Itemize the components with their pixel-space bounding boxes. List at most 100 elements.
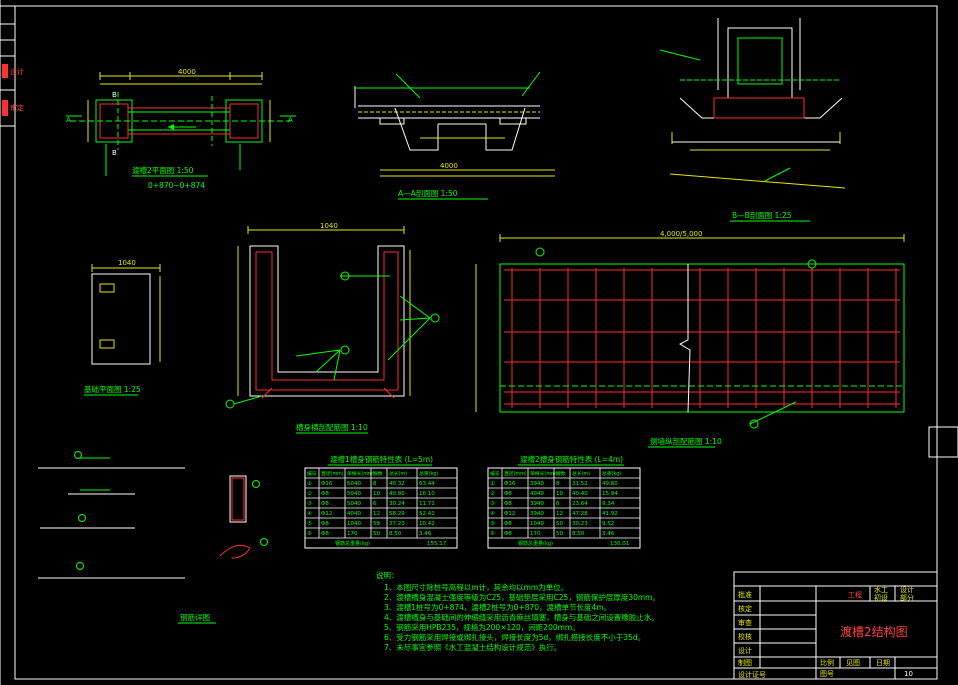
table2-total-label: 钢筋总重量(kg) [518,540,553,547]
left-binding-tabs: 设计 审定 [0,5,24,127]
table2-cell: 40.40 [572,491,588,497]
table1-cell: 58.29 [389,511,405,517]
tab-marker-top [2,64,8,78]
table2-cell: 15.94 [602,491,618,497]
tb-right-hydraulic: 水工 [874,585,888,594]
rebar-plan-length-dim: 4,000/5,000 [660,230,702,238]
table1-cell: 58 [373,521,380,527]
table2-cell: 49.80 [602,481,618,487]
table1-total-label: 钢筋总重量(kg) [335,540,370,547]
table1-title: 渡槽1槽身钢筋特性表 (L=5m) [330,454,433,464]
note-1: 1、本图尺寸除桩号高程以m计，其余均以mm为单位。 [384,582,568,592]
rebar-grid [504,268,900,408]
table1-cell: 5040 [347,481,361,487]
rebar-section-width-dim: 1040 [320,222,338,230]
table1-cell: Φ8 [321,531,329,537]
tb-row-review: 审查 [738,618,752,627]
tb-date-label: 日期 [876,659,890,667]
table1-cell: Φ16 [321,481,333,487]
tb-scale-label: 比例 [820,658,834,667]
table1-cell: 10.42 [419,521,435,527]
section-aa-length-dim: 4000 [440,162,458,170]
table2-title: 渡槽2槽身钢筋特性表 (L=4m) [520,454,623,464]
title-block: 批准 核定 审查 校核 设计 制图 设计证号 工程 水工 初设 设计 部分 渡槽… [733,571,938,680]
table2-header: 直径(mm) [504,470,527,477]
table2-cell: ⑤ [490,521,495,527]
table2-cell: 47.28 [572,511,588,517]
table2-cell: Φ8 [504,491,512,497]
table1-cell: 6 [373,501,377,507]
table1-cell: 8.50 [389,531,402,537]
table1-cell: 8 [373,481,377,487]
tab-marker-bottom [2,100,8,116]
table1-cell: 52.41 [419,511,435,517]
table1-header: 直径(mm) [321,470,344,477]
base-plan-view: 1040 基础平面图 1:25 [84,259,161,396]
table2-total-value: 130.01 [610,541,629,547]
table1-cell: 30.24 [389,501,405,507]
tb-header-project: 工程 [848,590,862,599]
plan-marker-a-left: A [66,116,71,124]
rebar-table-1: 渡槽1槽身钢筋特性表 (L=5m) 编号直径(mm)单根长(mm)根数总长(m)… [304,454,458,549]
table2-cell: 12 [556,511,563,517]
rebar-plan-view: 4,000/5,000 侧墙纵剖配筋图 1:10 [475,230,905,448]
table1-header: 总重(kg) [419,470,438,477]
tb-right-design: 设计 [900,585,914,594]
table2-header: 总长(m) [572,470,590,477]
table1-cell: 170 [347,531,358,537]
notes-block: 说明： 1、本图尺寸除桩号高程以m计，其余均以mm为单位。 2、渡槽槽身混凝土强… [376,570,660,652]
table1-cell: Φ8 [321,491,329,497]
table2-cell: 9.52 [602,521,614,527]
table1-cell: 40.32 [389,481,405,487]
table2-header: 单根长(mm) [530,470,558,477]
table2-cell: 1040 [530,521,544,527]
table1-cell: Φ8 [321,501,329,507]
plan-view-station: 0+870~0+874 [148,181,205,190]
table1-cell: 1040 [347,521,361,527]
tb-header-initial: 初设 [874,593,888,602]
rebar-section-view: 1040 槽身横剖配筋图 1:10 [225,222,440,434]
tb-row-check: 校核 [738,632,752,641]
tb-drawing-title: 渡槽2结构图 [840,624,908,639]
table2-header: 编号 [490,470,500,477]
note-2: 2、渡槽槽身混凝土强度等级为C25，基础垫层采用C25，钢筋保护层厚度30mm。 [384,592,660,602]
tb-row-cert: 设计证号 [738,670,766,679]
base-width-dim: 1040 [118,259,136,267]
tb-sheet-label: 图号 [820,670,834,678]
table2-cell: 3940 [530,481,544,487]
table1-header: 根数 [373,470,383,477]
table2-cell: 31.52 [572,481,588,487]
table1-cell: 5040 [347,501,361,507]
table2-cell: 8 [556,481,560,487]
table2-cell: Φ16 [504,481,516,487]
table1-cell: 3.46 [419,531,432,537]
table1-cell: 4040 [347,511,361,517]
rebar-section-title: 槽身横剖配筋图 1:10 [296,422,368,432]
base-plan-title: 基础平面图 1:25 [84,384,141,394]
table1-cell: ② [307,490,312,497]
plan-view-title: 渡槽2平面图 1:50 [132,165,194,175]
table2-cell: 6 [556,501,560,507]
table1-cell: 37.23 [389,521,405,527]
notes-heading: 说明： [376,570,399,580]
plan-marker-b-top: B [112,91,117,99]
note-4: 4、渡槽槽身与基础间的伸缩缝采用沥青麻丝填塞，槽身与基础之间设置橡胶止水。 [384,612,659,622]
table1-cell: 63.44 [419,481,435,487]
table1-total-value: 155.17 [427,541,447,547]
table2-cell: 30.23 [572,521,588,527]
table2-cell: ⑥ [490,531,495,537]
table1-cell: 5040 [347,491,361,497]
tb-row-approve: 批准 [738,590,752,599]
table2-cell: Φ8 [504,521,512,527]
table1-cell: Φ12 [321,511,332,517]
table2-cell: ① [490,481,495,487]
table1-cell: 12 [373,511,380,517]
table2-cell: ② [490,490,495,497]
table2-cell: 3.46 [602,531,615,537]
plan-marker-b-bottom: B [112,149,117,157]
rebar-detail-title: 钢筋详图 [180,612,210,622]
table1-cell: ③ [307,501,312,507]
